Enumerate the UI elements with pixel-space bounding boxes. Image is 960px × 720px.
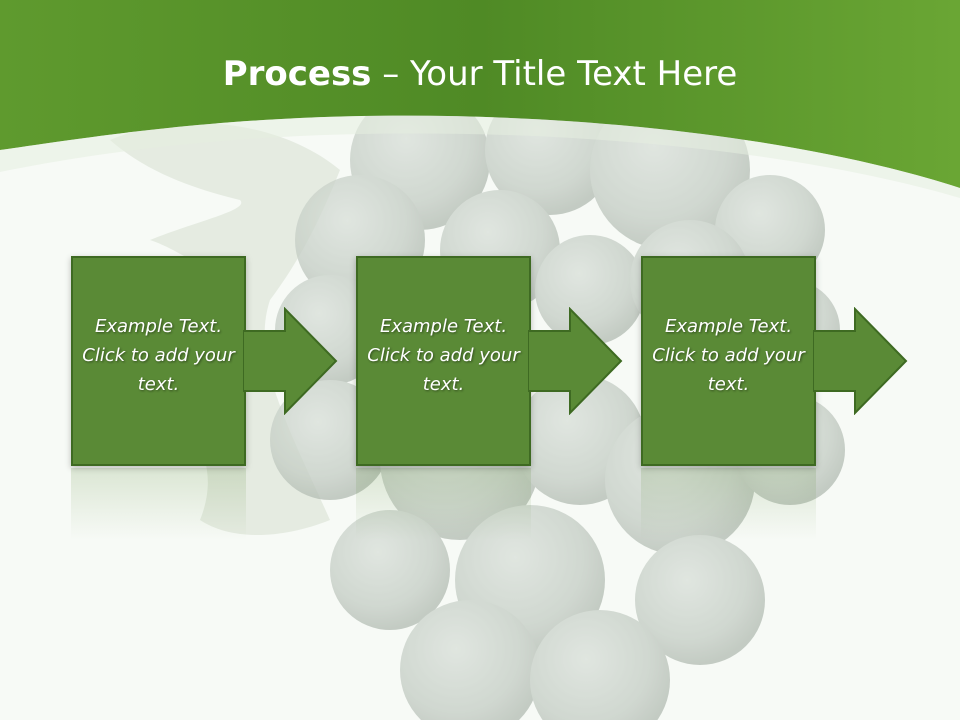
- arrow-right-icon: [528, 307, 623, 415]
- title-bold: Process: [222, 54, 372, 94]
- step-3-reflection: [641, 468, 816, 540]
- header-band: [0, 0, 960, 188]
- header-highlight: [0, 115, 960, 198]
- step-1-text: Example Text. Click to add your text.: [82, 316, 235, 395]
- step-box-1[interactable]: Example Text. Click to add your text.: [71, 256, 246, 466]
- step-3-text: Example Text. Click to add your text.: [652, 316, 805, 395]
- arrow-right-icon: [813, 307, 908, 415]
- step-2-reflection: [356, 468, 531, 540]
- step-box-3[interactable]: Example Text. Click to add your text.: [641, 256, 816, 466]
- step-1-reflection: [71, 468, 246, 540]
- page-title: Process – Your Title Text Here: [0, 52, 960, 96]
- step-2-text: Example Text. Click to add your text.: [367, 316, 520, 395]
- title-rest: – Your Title Text Here: [371, 54, 738, 94]
- step-box-2[interactable]: Example Text. Click to add your text.: [356, 256, 531, 466]
- arrow-right-icon: [243, 307, 338, 415]
